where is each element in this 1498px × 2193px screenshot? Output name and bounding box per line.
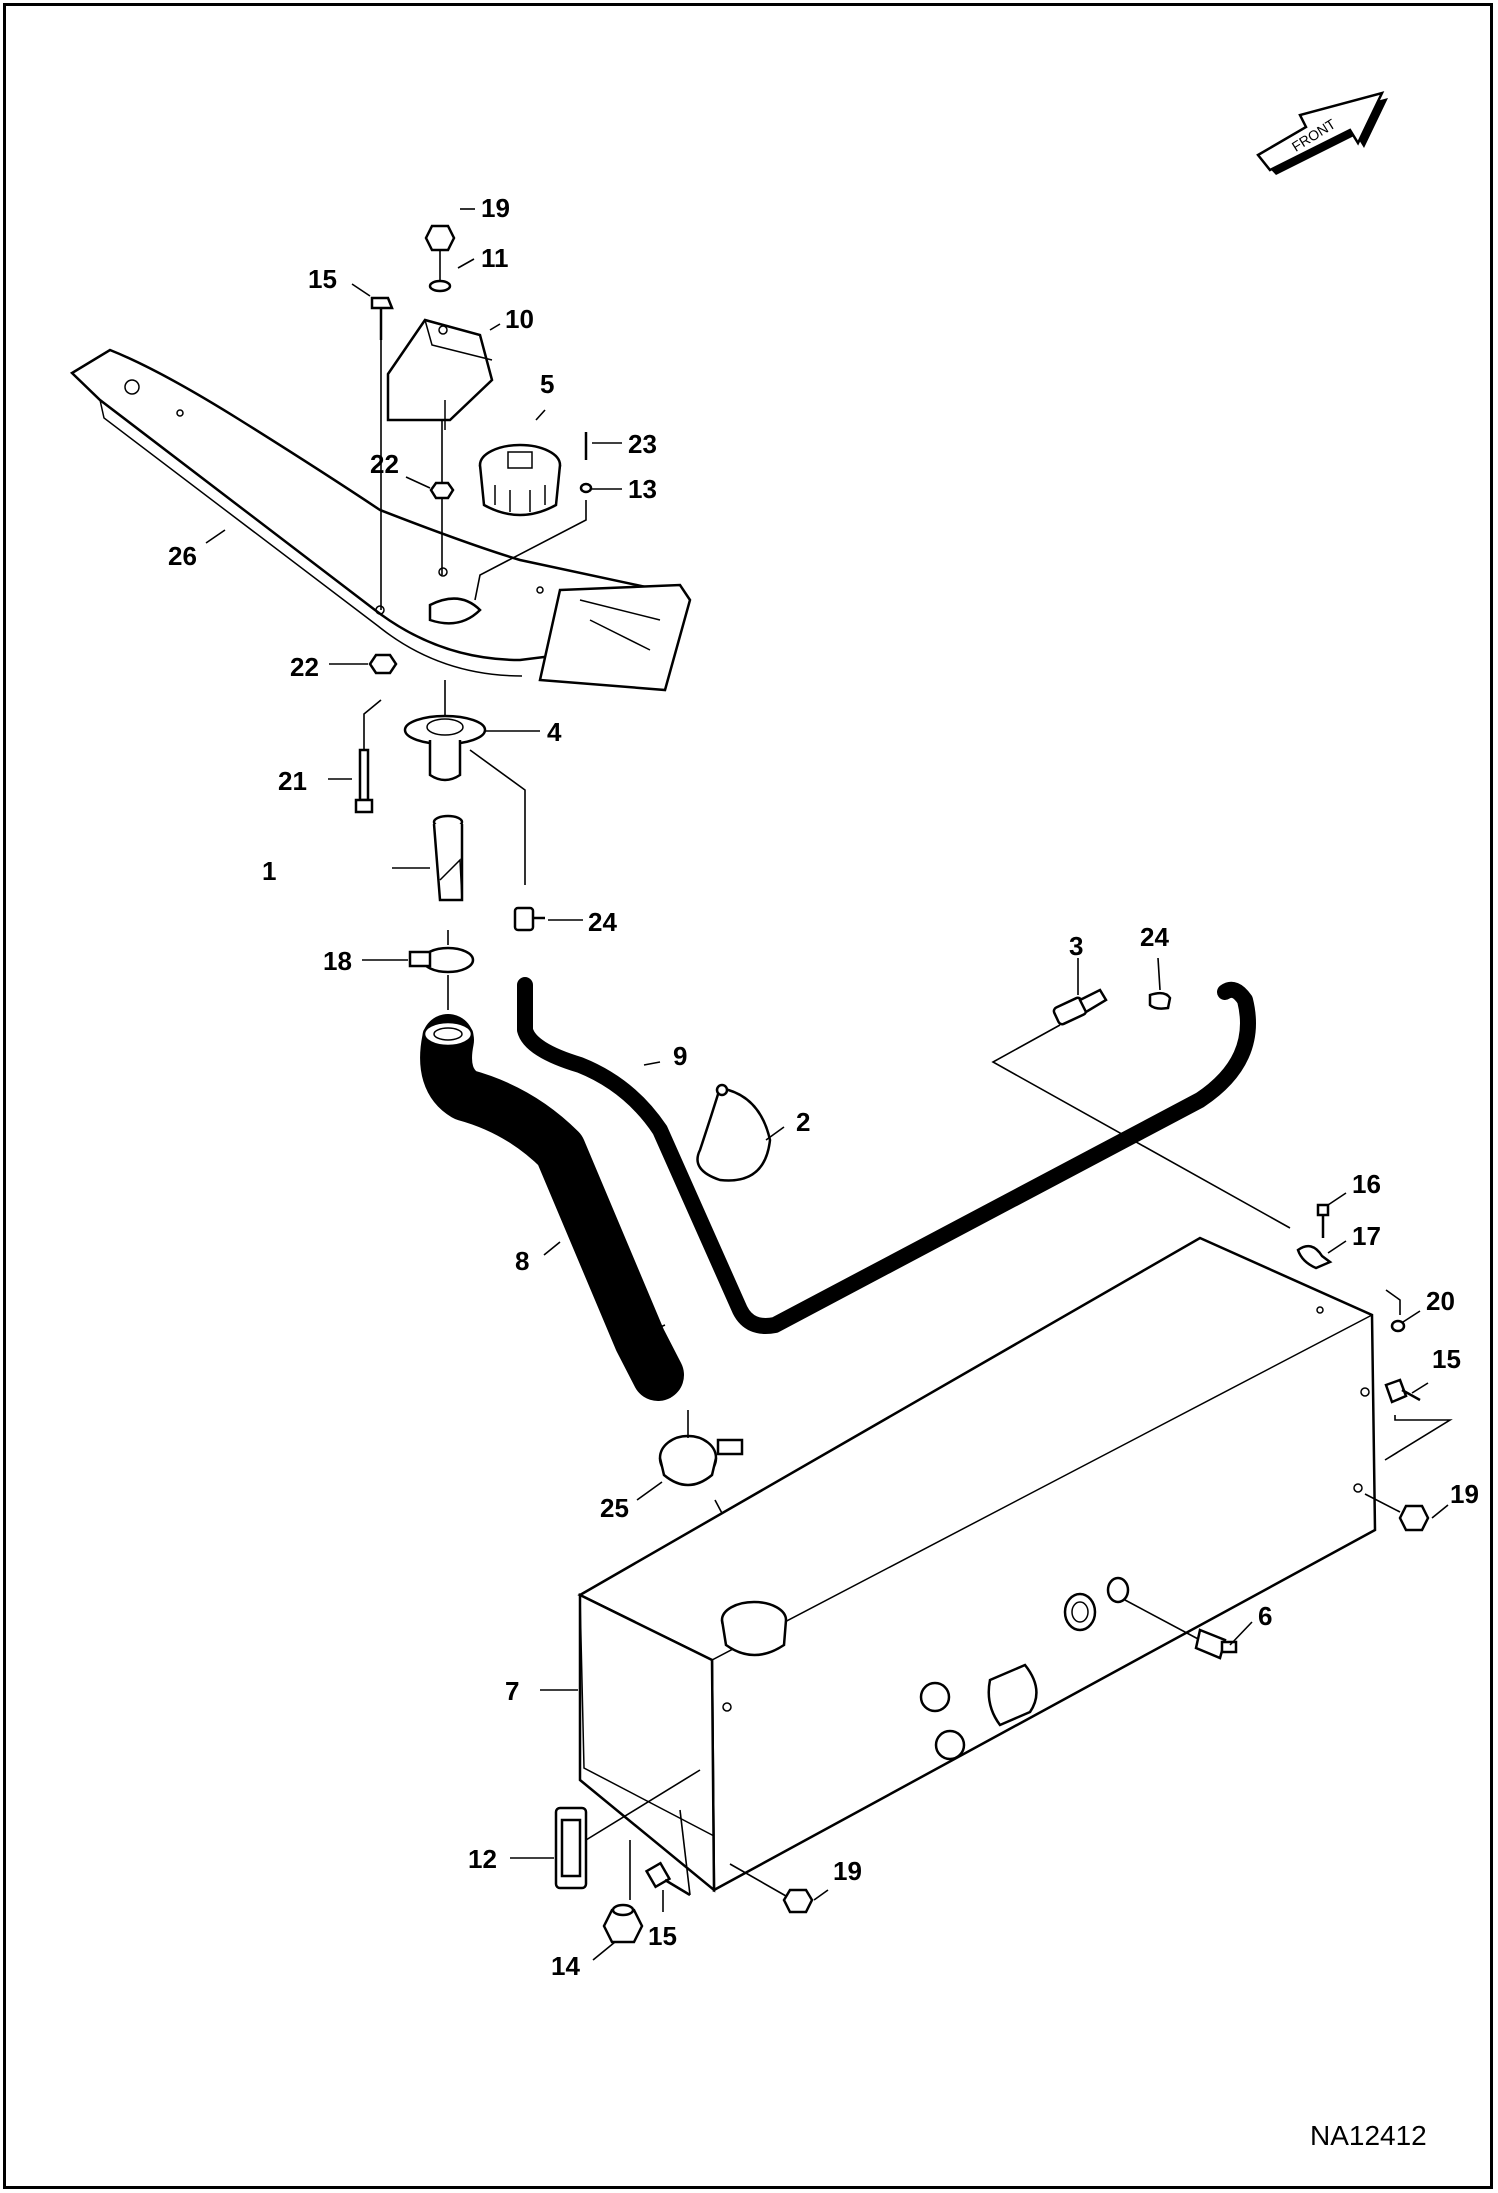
front-arrow-icon: FRONT (1256, 91, 1388, 175)
fittings-3-24 (513, 906, 1291, 1229)
callout-12: 12 (468, 1844, 497, 1874)
callout-19-right: 19 (1450, 1479, 1479, 1509)
hose-8 (420, 1014, 684, 1401)
callout-15-bottom: 15 (648, 1921, 677, 1951)
clamp-18 (408, 930, 475, 1010)
callout-13: 13 (628, 474, 657, 504)
diagram-border (3, 3, 1493, 2189)
shield-10 (386, 318, 494, 430)
callout-24-left: 24 (588, 907, 617, 937)
callout-6: 6 (1258, 1601, 1272, 1631)
callout-19-bottom: 19 (833, 1856, 862, 1886)
callout-2: 2 (796, 1107, 810, 1137)
tube-1 (432, 814, 464, 902)
fasteners-top (368, 224, 593, 675)
callout-22-top: 22 (370, 449, 399, 479)
fasteners-bottom (602, 1809, 814, 1944)
callout-7: 7 (505, 1676, 519, 1706)
clamp-25 (658, 1410, 761, 1586)
callout-4: 4 (547, 717, 562, 747)
callout-9: 9 (673, 1041, 687, 1071)
callout-8: 8 (515, 1246, 529, 1276)
bracket-26 (69, 348, 692, 692)
filler-neck-4 (403, 680, 526, 885)
callout-25: 25 (600, 1493, 629, 1523)
callout-18: 18 (323, 946, 352, 976)
bolt-21 (354, 699, 382, 814)
callout-16: 16 (1352, 1169, 1381, 1199)
callout-24-right: 24 (1140, 922, 1169, 952)
callout-11: 11 (481, 243, 509, 273)
callout-15-top: 15 (308, 264, 337, 294)
fuel-cap-5 (478, 443, 562, 517)
callouts: 1 2 3 4 5 6 7 8 9 10 11 12 13 14 15 15 1… (168, 193, 1479, 1981)
callout-26: 26 (168, 541, 197, 571)
callout-20: 20 (1426, 1286, 1455, 1316)
callout-19-top: 19 (481, 193, 510, 223)
callout-15-right: 15 (1432, 1344, 1461, 1374)
sender-6 (1124, 1599, 1238, 1660)
callout-5: 5 (540, 369, 554, 399)
sight-gauge-12 (554, 1769, 701, 1890)
fasteners-right (1296, 1203, 1453, 1532)
callout-10: 10 (505, 304, 534, 334)
callout-22-bottom: 22 (290, 652, 319, 682)
fuel-tank-7 (577, 1236, 1377, 1893)
callout-14: 14 (551, 1951, 580, 1981)
strap-2 (696, 1083, 772, 1182)
callout-1: 1 (262, 856, 276, 886)
callout-3: 3 (1069, 931, 1083, 961)
leader-lines (205, 208, 1449, 1961)
drawing-reference: NA12412 (1310, 2120, 1427, 2151)
callout-23: 23 (628, 429, 657, 459)
callout-21: 21 (278, 766, 307, 796)
hose-9 (517, 977, 1256, 1334)
callout-17: 17 (1352, 1221, 1381, 1251)
